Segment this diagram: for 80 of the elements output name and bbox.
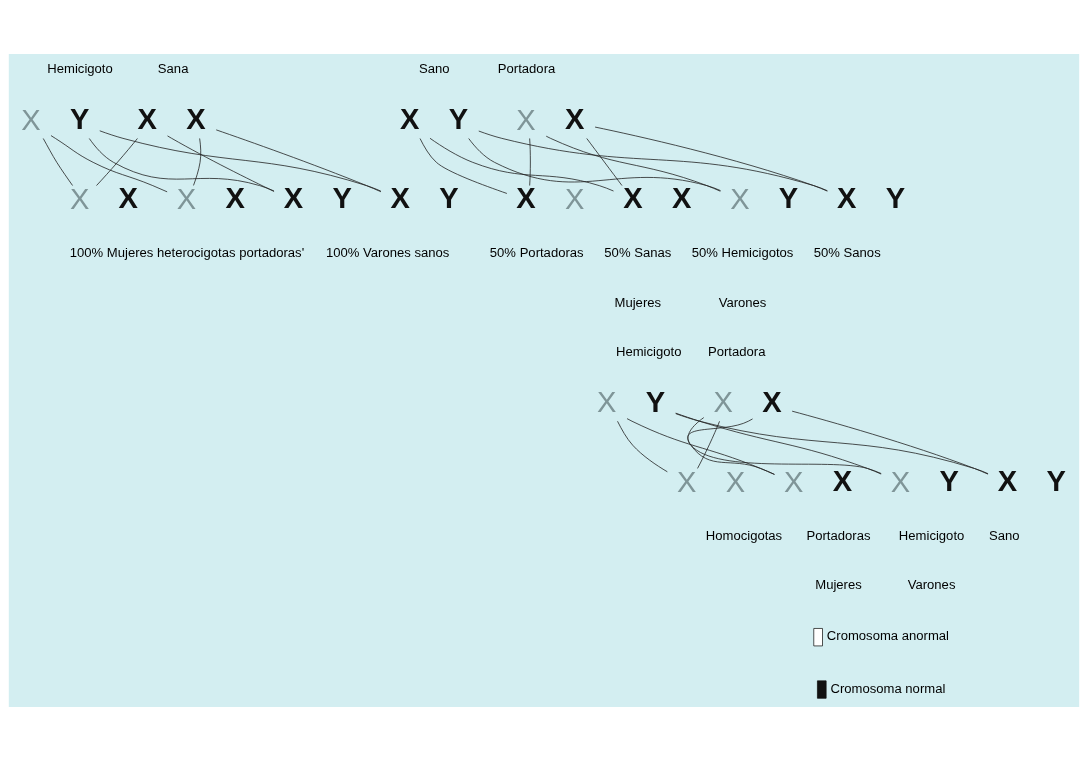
node-text: Y (1046, 465, 1066, 498)
label: Homocigotas (705, 528, 783, 544)
node-text: X (783, 465, 804, 498)
node-text: Y (645, 385, 666, 418)
node-text: Y (69, 102, 90, 135)
node-text: X (69, 182, 90, 215)
label: 50% Sanas (604, 245, 672, 261)
node-text: X (677, 465, 697, 498)
connector (545, 135, 721, 192)
connector (586, 138, 623, 186)
node-text: Y (885, 182, 906, 215)
node-text: X (597, 386, 617, 419)
legend-label: Cromosoma normal (830, 680, 946, 696)
node-text: X (390, 182, 410, 215)
node-text: X (997, 465, 1018, 498)
node-text: Y (439, 182, 459, 215)
connector (617, 420, 668, 473)
connector (529, 138, 531, 186)
node-text: Y (448, 102, 469, 135)
node-text: X (283, 182, 304, 215)
node-text: X (565, 102, 585, 135)
connector (675, 413, 989, 475)
connector (468, 138, 721, 191)
node-text: X (516, 182, 536, 215)
node-text: X (225, 182, 245, 215)
node-text: Y (778, 182, 799, 215)
node-text: Y (332, 182, 352, 215)
label: Sana (157, 61, 189, 77)
node-text: X (176, 182, 197, 215)
label: Mujeres (815, 577, 862, 593)
connector (687, 418, 775, 475)
label: Sano (418, 61, 450, 77)
node-text: X (516, 103, 536, 136)
label: 100% Varones sanos (325, 245, 450, 261)
label: Portadora (497, 61, 556, 77)
label: Hemicigoto (616, 344, 682, 360)
connector (99, 130, 382, 192)
node-text: X (400, 102, 420, 135)
node-text: X (186, 102, 206, 135)
connector (215, 129, 382, 193)
connector (626, 418, 775, 475)
node-text: X (762, 385, 782, 418)
connector (594, 126, 828, 192)
label: 50% Portadoras (489, 245, 584, 261)
node-text: X (623, 182, 643, 215)
label: 50% Sanos (813, 245, 881, 261)
label: 50% Hemicigotos (691, 245, 794, 261)
label: Portadoras (806, 528, 871, 544)
node-text: X (725, 465, 746, 498)
connector (50, 135, 168, 193)
connector (791, 410, 989, 475)
connector (193, 138, 202, 186)
label: Hemicigoto (47, 61, 113, 77)
label: Varones (718, 294, 767, 310)
connector (478, 130, 828, 192)
node-text: X (671, 182, 692, 215)
node-text: X (21, 103, 41, 136)
node-text: X (730, 182, 750, 215)
label: Sano (989, 528, 1020, 544)
node-text: Y (939, 465, 959, 498)
connector (419, 138, 508, 194)
connector (42, 138, 73, 186)
label: Hemicigoto (898, 528, 965, 544)
connector (429, 137, 614, 192)
node-text: X (137, 102, 157, 135)
label: Varones (907, 577, 956, 593)
node-text: X (713, 386, 733, 419)
node-text: X (118, 182, 139, 215)
label: Portadora (707, 344, 766, 360)
node-text: X (565, 182, 585, 215)
connector (96, 138, 138, 186)
connector (167, 135, 275, 192)
label: Mujeres (614, 294, 662, 310)
node-text: X (890, 465, 911, 498)
label: 100% Mujeres heterocigotas portadoras' (69, 245, 305, 261)
node-text: X (832, 465, 853, 498)
connector (88, 138, 275, 192)
node-text: X (837, 182, 857, 215)
connector (697, 420, 720, 469)
legend-label: Cromosoma anormal (826, 628, 949, 644)
